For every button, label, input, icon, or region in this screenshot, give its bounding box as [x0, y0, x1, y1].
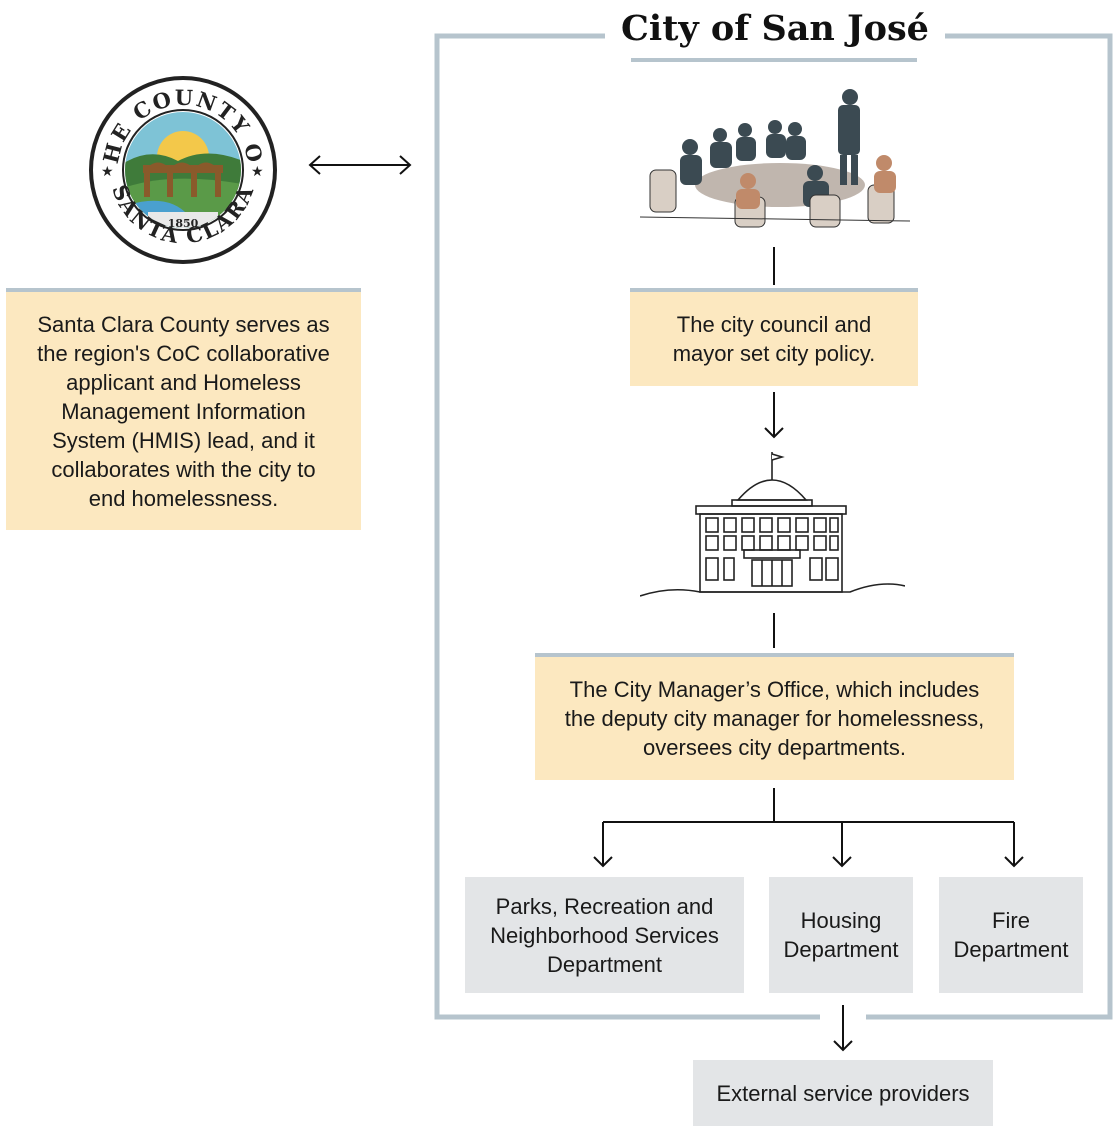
seal-year: 1850 — [168, 217, 199, 230]
department-label: Parks, Recreation and Neighborhood Servi… — [490, 893, 719, 977]
seal-star-right: ★ — [251, 163, 264, 179]
city-frame-right — [866, 33, 1113, 1020]
manager-note-box: The City Manager’s Office, which include… — [535, 653, 1014, 780]
department-fire: Fire Department — [939, 877, 1083, 993]
external-providers-label: External service providers — [716, 1080, 970, 1106]
arrow-down-icon — [833, 1005, 853, 1052]
seal-star-left: ★ — [101, 163, 114, 179]
city-hall-icon — [639, 450, 906, 600]
department-housing: Housing Department — [769, 877, 913, 993]
county-note-text: Santa Clara County serves as the region'… — [37, 311, 330, 511]
title-underline — [631, 58, 917, 62]
county-seal-icon: 1850 THE COUNTY OF SANTA CLARA ★ ★ — [79, 55, 278, 265]
branch-connector — [593, 788, 1024, 868]
council-note-text: The city council and mayor set city poli… — [672, 312, 876, 366]
arrow-both-icon — [308, 155, 412, 175]
department-parks: Parks, Recreation and Neighborhood Servi… — [465, 877, 744, 993]
city-frame — [434, 33, 820, 1020]
arrow-down-icon — [764, 392, 784, 439]
council-note-box: The city council and mayor set city poli… — [630, 288, 918, 386]
council-meeting-icon — [639, 85, 911, 235]
department-label: Fire Department — [953, 908, 1069, 962]
department-label: Housing Department — [783, 908, 899, 962]
manager-note-text: The City Manager’s Office, which include… — [564, 677, 985, 760]
county-note-box: Santa Clara County serves as the region'… — [6, 288, 361, 530]
external-providers-box: External service providers — [693, 1060, 993, 1126]
page-title: City of San José — [605, 5, 945, 61]
